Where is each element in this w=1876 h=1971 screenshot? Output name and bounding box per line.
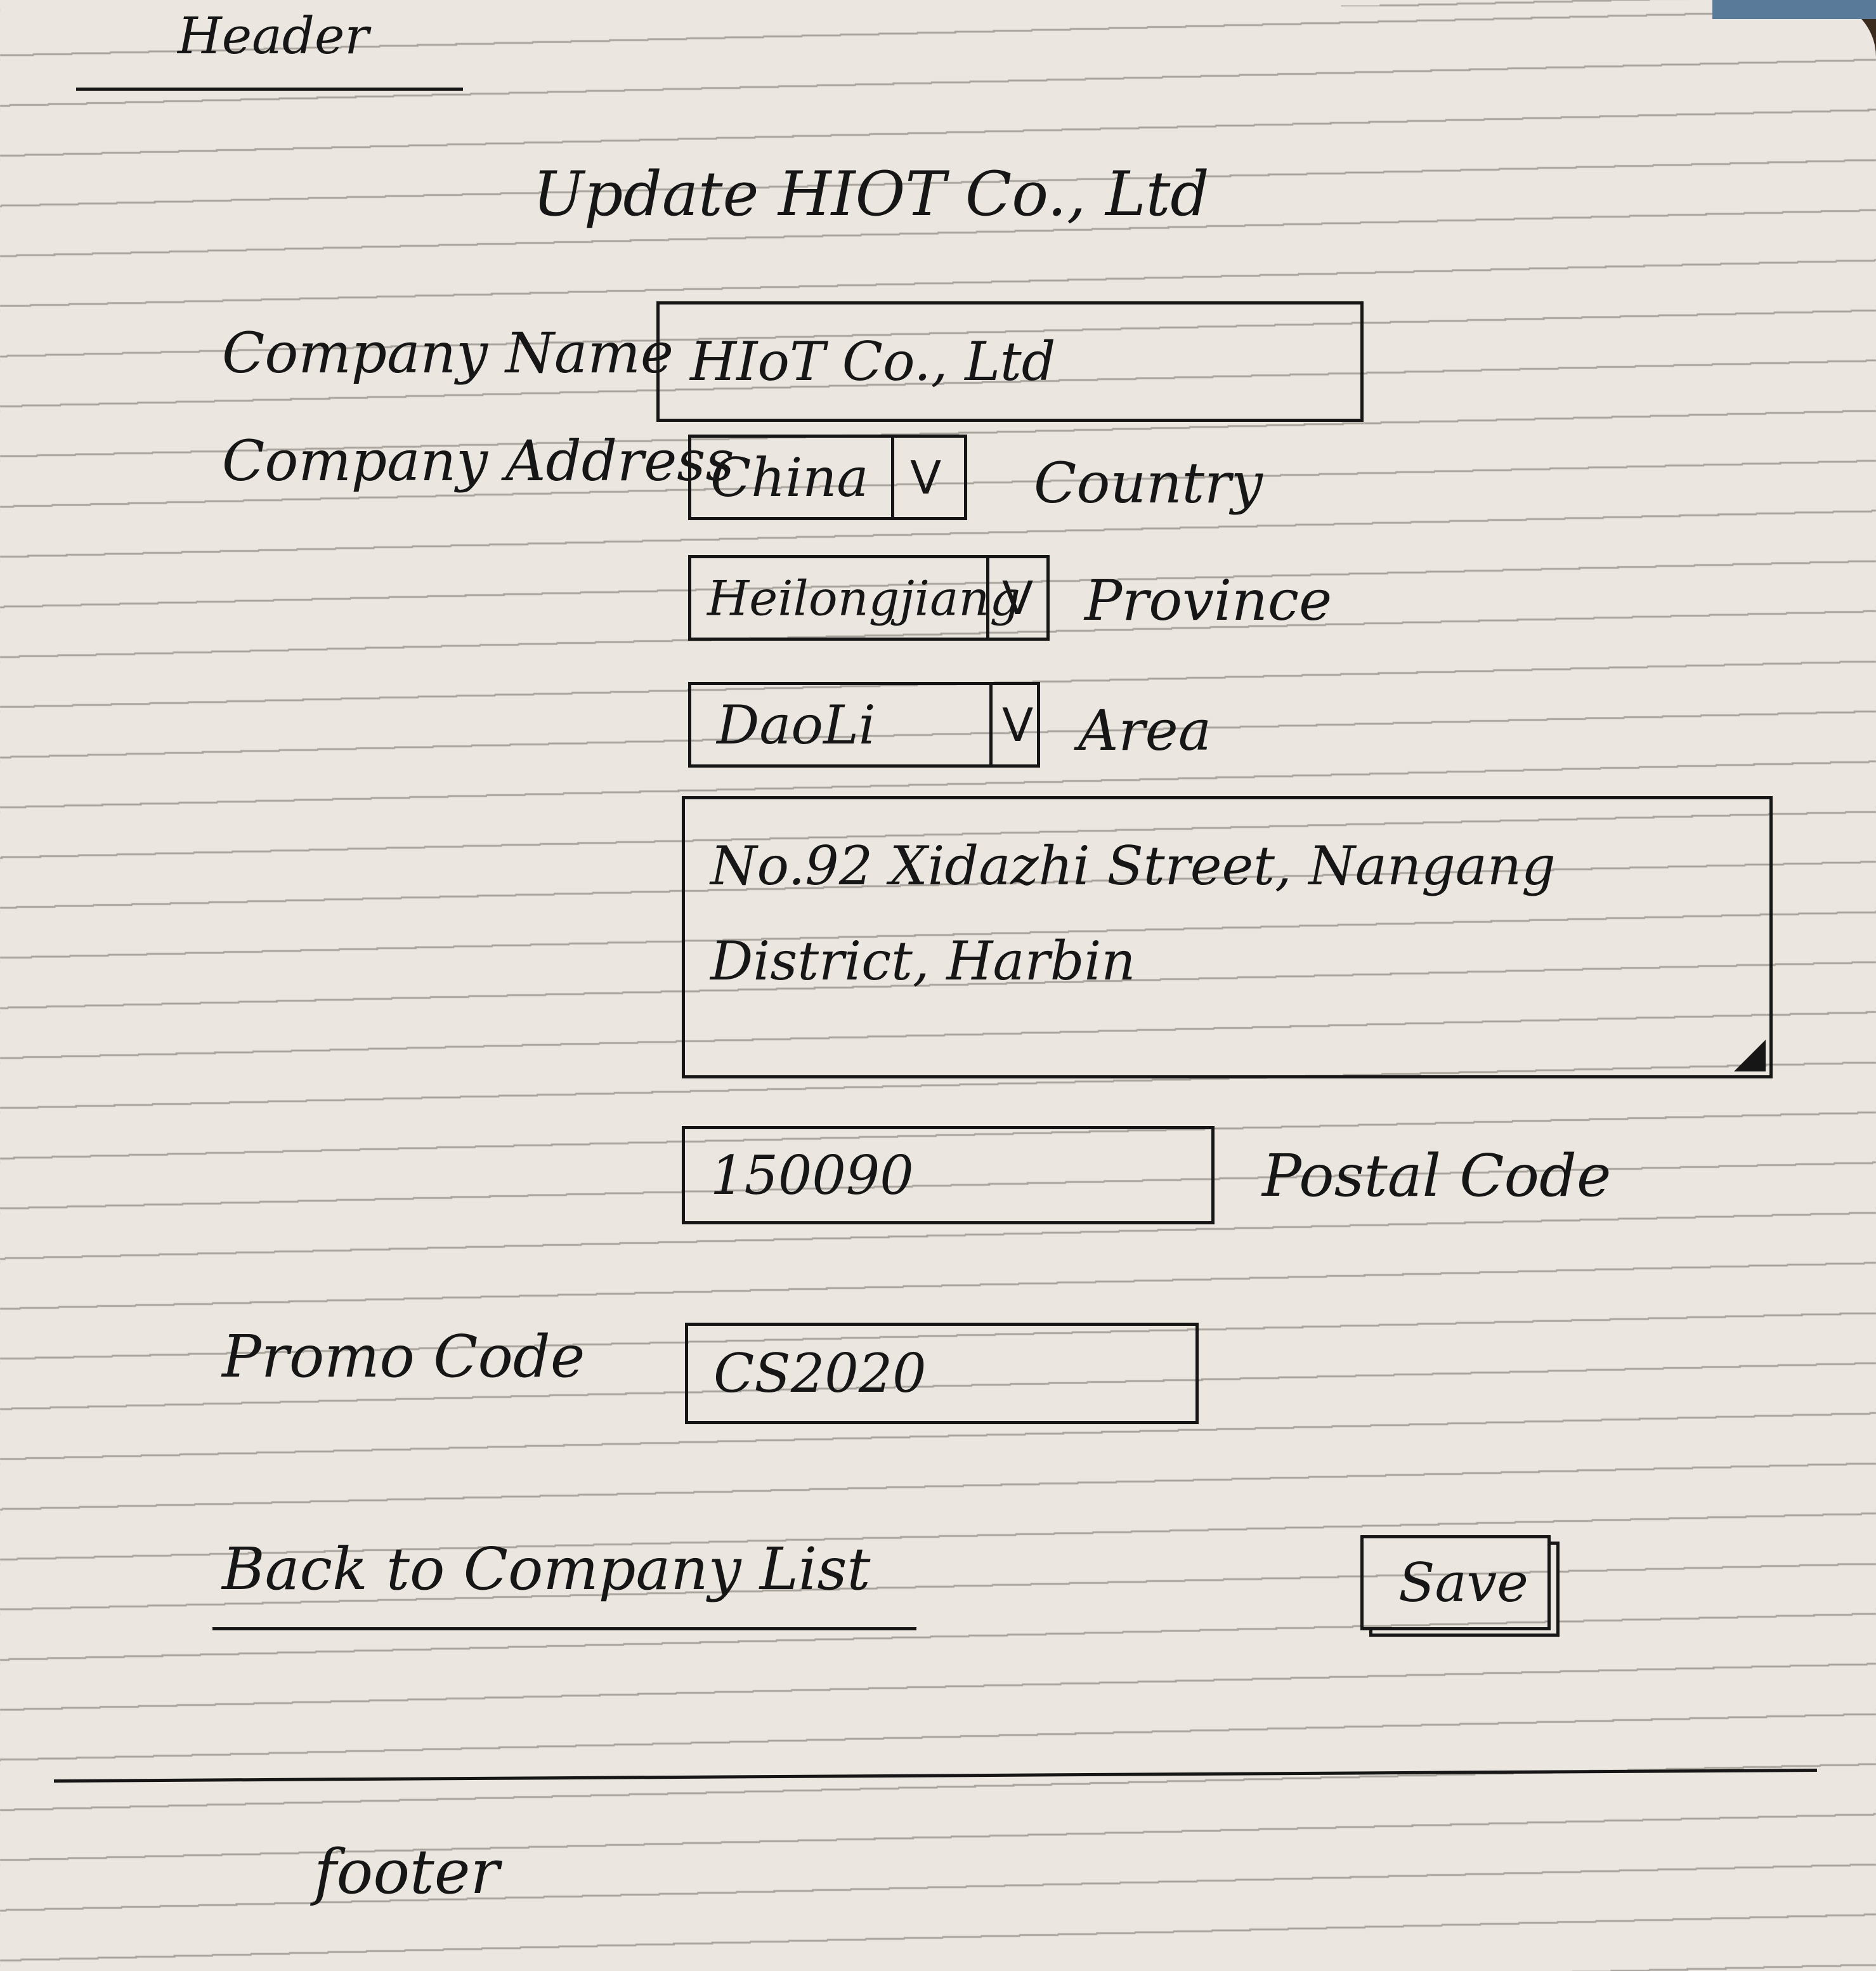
company-address-label: Company Address — [222, 428, 734, 494]
footer-divider — [53, 1769, 1817, 1783]
promo-code-input[interactable]: CS2020 — [685, 1323, 1199, 1424]
header-divider — [76, 88, 463, 91]
footer-label: footer — [314, 1837, 500, 1908]
chevron-down-icon[interactable]: V — [1002, 698, 1034, 752]
company-name-input[interactable]: HIoT Co., Ltd — [656, 301, 1364, 422]
province-select-divider — [986, 558, 989, 638]
page-title: Update HIOT Co., Ltd — [533, 159, 1209, 230]
postal-code-value: 150090 — [710, 1144, 914, 1207]
country-select[interactable]: China V — [688, 435, 967, 520]
postal-code-input[interactable]: 150090 — [682, 1126, 1215, 1224]
province-label: Province — [1085, 568, 1332, 633]
street-address-textarea[interactable]: No.92 Xidazhi Street, Nangang District, … — [682, 796, 1773, 1078]
country-select-divider — [891, 438, 894, 517]
country-label: Country — [1034, 450, 1263, 516]
province-select[interactable]: Heilongjiang V — [688, 555, 1050, 641]
back-link-underline — [212, 1627, 916, 1630]
save-button[interactable]: Save — [1360, 1535, 1551, 1630]
area-select[interactable]: DaoLi V — [688, 682, 1040, 768]
country-select-value: China — [710, 446, 869, 509]
area-select-value: DaoLi — [717, 693, 876, 756]
postal-code-label: Postal Code — [1262, 1142, 1612, 1210]
area-label: Area — [1078, 698, 1212, 763]
company-name-label: Company Name — [222, 320, 674, 386]
area-select-divider — [989, 685, 993, 764]
promo-code-label: Promo Code — [222, 1323, 585, 1391]
save-button-label: Save — [1398, 1552, 1528, 1614]
promo-code-value: CS2020 — [713, 1342, 927, 1405]
background-strip — [1712, 0, 1876, 19]
street-address-value: No.92 Xidazhi Street, Nangang District, … — [710, 835, 1556, 992]
province-select-value: Heilongjiang — [707, 570, 1020, 626]
header-label: Header — [178, 6, 369, 65]
chevron-down-icon[interactable]: V — [910, 450, 942, 504]
back-to-company-list-link[interactable]: Back to Company List — [222, 1535, 871, 1603]
chevron-down-icon[interactable]: V — [1002, 571, 1034, 625]
resize-handle-icon[interactable] — [1734, 1040, 1766, 1071]
company-name-value: HIoT Co., Ltd — [690, 331, 1056, 393]
